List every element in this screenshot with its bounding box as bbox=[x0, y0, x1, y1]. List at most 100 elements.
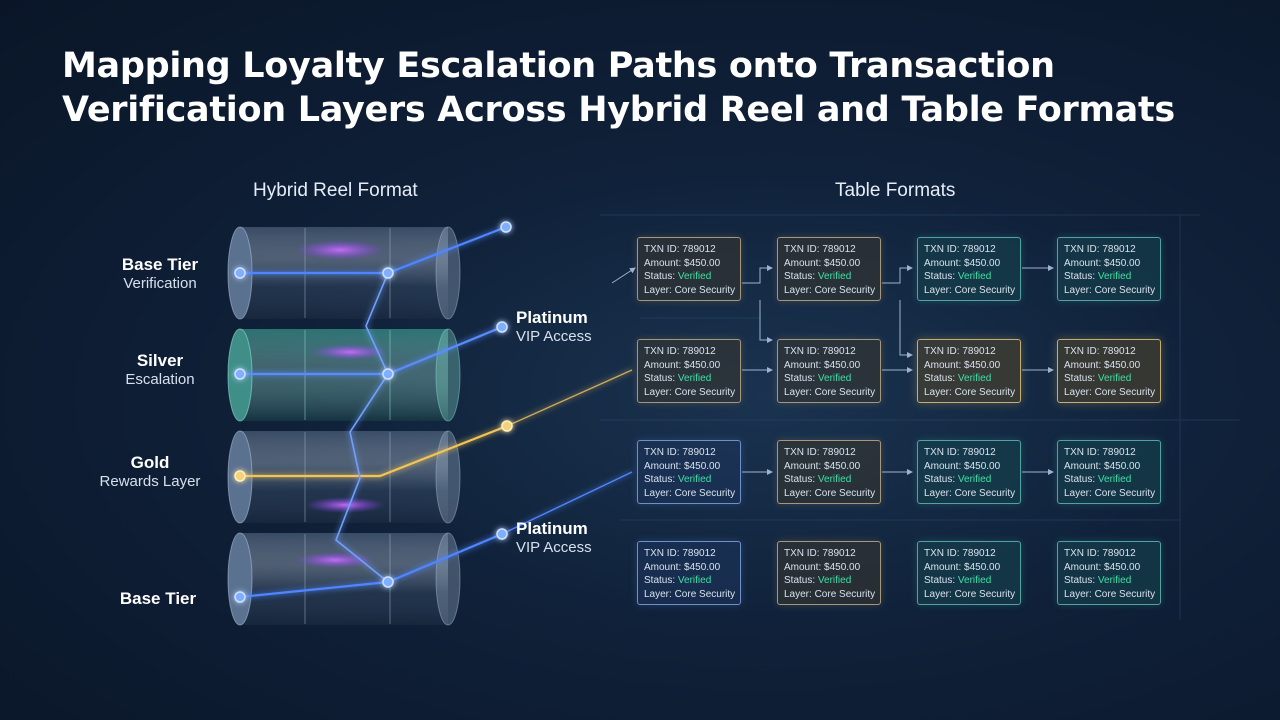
status-value: Verified bbox=[957, 575, 992, 586]
status-value: Verified bbox=[817, 474, 852, 485]
layer-line: Layer: Core Security bbox=[644, 588, 735, 602]
layer-label: Layer: bbox=[924, 588, 952, 600]
amount-line: Amount: $450.00 bbox=[1064, 460, 1154, 474]
status-line: Status: Verified bbox=[924, 372, 1014, 386]
amount-label: Amount: bbox=[1064, 561, 1102, 573]
layer-line: Layer: Core Security bbox=[644, 487, 736, 501]
status-value: Verified bbox=[677, 474, 712, 485]
layer-value: Core Security bbox=[674, 386, 736, 398]
platinum-sub: VIP Access bbox=[516, 539, 592, 556]
amount-label: Amount: bbox=[644, 561, 682, 573]
layer-line: Layer: Core Security bbox=[1064, 487, 1156, 501]
amount-value: $450.00 bbox=[964, 561, 1001, 573]
layer-line: Layer: Core Security bbox=[784, 386, 876, 400]
title-line-1: Mapping Loyalty Escalation Paths onto Tr… bbox=[62, 46, 1055, 86]
amount-line: Amount: $450.00 bbox=[644, 561, 734, 575]
amount-line: Amount: $450.00 bbox=[644, 257, 734, 271]
amount-value: $450.00 bbox=[964, 460, 1001, 472]
amount-label: Amount: bbox=[1064, 359, 1102, 371]
txn-id-line: TXN ID: 789012 bbox=[784, 446, 874, 460]
amount-line: Amount: $450.00 bbox=[1064, 359, 1154, 373]
layer-label: Layer: bbox=[784, 386, 812, 398]
layer-value: Core Security bbox=[1094, 386, 1156, 398]
txn-id-label: TXN ID: bbox=[644, 244, 680, 255]
status-label: Status: bbox=[924, 373, 956, 384]
status-label: Status: bbox=[644, 474, 676, 485]
layer-label: Layer: bbox=[1064, 386, 1092, 398]
txn-id-label: TXN ID: bbox=[1064, 548, 1100, 559]
layer-label: Layer: bbox=[784, 284, 812, 296]
txn-id-line: TXN ID: 789012 bbox=[1064, 446, 1154, 460]
amount-line: Amount: $450.00 bbox=[924, 359, 1014, 373]
txn-id-value: 789012 bbox=[682, 346, 716, 357]
tier-label-silver: Silver Escalation bbox=[95, 351, 225, 389]
tier-name: Gold bbox=[130, 453, 170, 472]
layer-value: Core Security bbox=[954, 487, 1016, 499]
layer-line: Layer: Core Security bbox=[1064, 284, 1155, 298]
amount-label: Amount: bbox=[784, 257, 822, 269]
amount-line: Amount: $450.00 bbox=[644, 359, 734, 373]
amount-value: $450.00 bbox=[824, 257, 861, 269]
status-label: Status: bbox=[924, 271, 956, 282]
layer-label: Layer: bbox=[924, 386, 952, 398]
txn-id-value: 789012 bbox=[682, 447, 716, 458]
status-line: Status: Verified bbox=[644, 372, 734, 386]
platinum-sub: VIP Access bbox=[516, 328, 592, 345]
layer-label: Layer: bbox=[784, 487, 812, 499]
status-value: Verified bbox=[677, 575, 712, 586]
status-line: Status: Verified bbox=[1064, 372, 1154, 386]
txn-id-line: TXN ID: 789012 bbox=[784, 547, 874, 561]
amount-value: $450.00 bbox=[824, 561, 861, 573]
layer-label: Layer: bbox=[644, 386, 672, 398]
page-title: Mapping Loyalty Escalation Paths onto Tr… bbox=[62, 44, 1242, 132]
status-value: Verified bbox=[817, 575, 852, 586]
platinum-label-lower: Platinum VIP Access bbox=[516, 519, 592, 557]
txn-id-label: TXN ID: bbox=[784, 447, 820, 458]
status-value: Verified bbox=[677, 373, 712, 384]
txn-id-label: TXN ID: bbox=[924, 346, 960, 357]
tier-sub: Rewards Layer bbox=[99, 473, 201, 490]
status-label: Status: bbox=[644, 271, 676, 282]
status-label: Status: bbox=[784, 575, 816, 586]
layer-value: Core Security bbox=[954, 588, 1016, 600]
layer-value: Core Security bbox=[1094, 588, 1156, 600]
layer-value: Core Security bbox=[1094, 487, 1156, 499]
amount-label: Amount: bbox=[924, 460, 962, 472]
status-line: Status: Verified bbox=[784, 372, 874, 386]
status-line: Status: Verified bbox=[1064, 270, 1154, 284]
path-to-table-gold bbox=[506, 369, 633, 427]
txn-id-line: TXN ID: 789012 bbox=[644, 547, 734, 561]
layer-value: Core Security bbox=[814, 487, 876, 499]
amount-line: Amount: $450.00 bbox=[784, 257, 874, 271]
txn-id-value: 789012 bbox=[822, 548, 856, 559]
amount-label: Amount: bbox=[644, 359, 682, 371]
amount-line: Amount: $450.00 bbox=[784, 359, 874, 373]
status-label: Status: bbox=[1064, 474, 1096, 485]
layer-value: Core Security bbox=[674, 487, 736, 499]
txn-id-value: 789012 bbox=[822, 244, 856, 255]
path-vertical-link bbox=[335, 272, 389, 583]
txn-id-line: TXN ID: 789012 bbox=[924, 547, 1014, 561]
platinum-name: Platinum bbox=[516, 519, 588, 538]
txn-id-value: 789012 bbox=[962, 346, 996, 357]
txn-id-line: TXN ID: 789012 bbox=[644, 345, 734, 359]
circuit-background bbox=[600, 214, 1240, 620]
amount-line: Amount: $450.00 bbox=[924, 257, 1014, 271]
amount-value: $450.00 bbox=[684, 561, 721, 573]
layer-label: Layer: bbox=[1064, 487, 1092, 499]
status-label: Status: bbox=[1064, 271, 1096, 282]
layer-value: Core Security bbox=[674, 284, 736, 296]
txn-id-value: 789012 bbox=[1102, 548, 1136, 559]
amount-line: Amount: $450.00 bbox=[1064, 561, 1154, 575]
layer-value: Core Security bbox=[814, 386, 876, 398]
txn-id-label: TXN ID: bbox=[1064, 447, 1100, 458]
